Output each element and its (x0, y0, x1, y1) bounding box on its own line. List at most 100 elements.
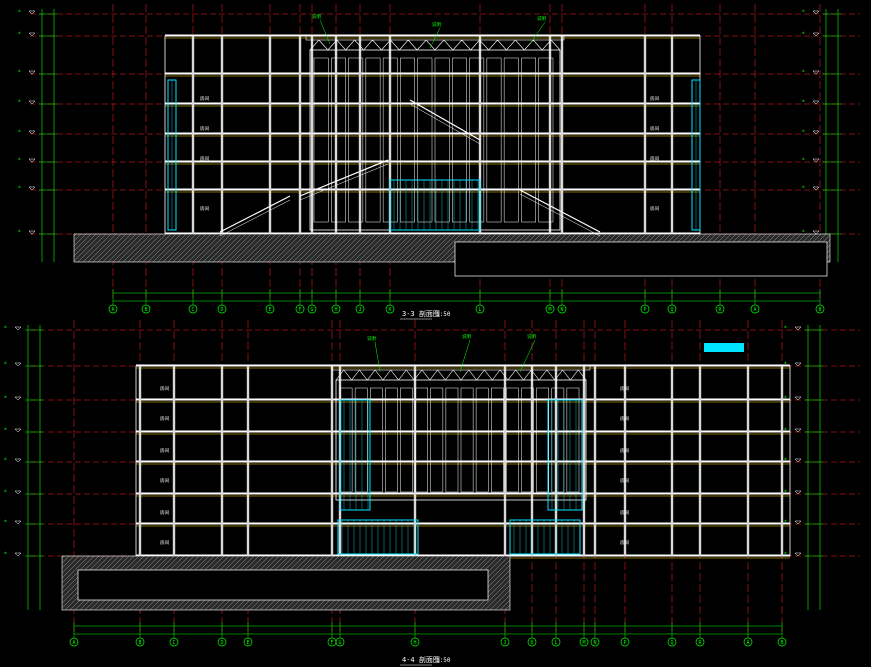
section-4-elev-label: ± (4, 551, 7, 556)
section-4-axis-bubble-label: F (330, 640, 333, 646)
section-3-column (670, 36, 674, 234)
section-4-elev-marker (14, 490, 22, 495)
section-4-curtain-wall (509, 519, 581, 555)
section-3-elev-label: ± (18, 185, 21, 190)
section-3-axis-bubble-label: N (560, 307, 563, 313)
section-4-axis-bubble (135, 637, 145, 647)
section-4-axis-bubble-label: Q (670, 640, 673, 646)
section-4-elev-label: ± (784, 551, 787, 556)
section-3-atrium-mullion (313, 57, 329, 223)
section-3-elev-marker (28, 100, 36, 105)
section-3-elev-label: ± (802, 69, 805, 74)
section-3-atrium-mullion (348, 57, 364, 223)
section-3-building-outline (164, 35, 701, 235)
section-4-axis-bubble (69, 637, 79, 647)
section-4-axis-bubble (620, 637, 630, 647)
section-3-elev-marker (28, 158, 36, 163)
section-4-column (780, 366, 784, 556)
section-3-elev-label: ± (802, 185, 805, 190)
section-4-elev-marker (14, 458, 22, 463)
section-3-elev-label: ± (18, 9, 21, 14)
section-3-room-label: 房间 (650, 155, 659, 162)
section-3-elev-label: ± (802, 31, 805, 36)
section-3-axis-bubble-label: J (358, 307, 361, 313)
section-4-elev-marker (14, 326, 22, 331)
section-3-elev-marker (812, 100, 820, 105)
section-4-floor-slab (136, 398, 790, 401)
section-4-elev-label: ± (4, 395, 7, 400)
section-3-room-label: 房间 (200, 125, 209, 132)
section-3-axis-bubble (557, 304, 567, 314)
section-4-axis-bubble-label: B (780, 640, 783, 646)
section-3-axis-bubble-label: B (818, 307, 821, 313)
section-4-room-label: 房间 (620, 415, 629, 422)
section-4-elev-marker (794, 428, 802, 433)
section-4-room-label: 房间 (620, 447, 629, 454)
section-4-atrium-mullion (536, 387, 549, 493)
section-3-curtain-wall (389, 179, 481, 231)
section-3-room-label: 房间 (200, 155, 209, 162)
section-4-floor-slab (136, 430, 790, 433)
section-3-axis-bubble-label: L (478, 307, 481, 313)
section-4-floor-slab (136, 492, 790, 495)
section-4-column (138, 366, 142, 556)
section-3-scale: 1:50 (436, 311, 451, 318)
section-3-elev-label: ± (18, 69, 21, 74)
section-3-column (478, 36, 482, 234)
section-4-room-label: 房间 (160, 385, 169, 392)
section-4-atrium-mullion (354, 387, 368, 493)
section-4-elev-marker (14, 396, 22, 401)
section-4-axis-bubble-label: P (623, 640, 626, 646)
section-4-axis-bubble-label: D (220, 640, 223, 646)
section-4-elev-marker (794, 490, 802, 495)
section-4-column (246, 366, 250, 556)
section-3-axis-bubble (265, 304, 275, 314)
section-3-elev-marker (28, 230, 36, 235)
section-3-room-label: 房间 (200, 205, 209, 212)
section-3-axis-bubble-label: F (298, 307, 301, 313)
section-4-atrium-mullion (430, 387, 444, 493)
section-3-column (334, 36, 338, 234)
section-4-elev-label: ± (784, 519, 787, 524)
section-3-elev-label: ± (18, 157, 21, 162)
section-4-axis-bubble-label: E (246, 640, 249, 646)
section-4-roof-beam (331, 365, 591, 371)
section-4-floor-slab (136, 554, 790, 557)
section-3-axis-bubble (750, 304, 760, 314)
section-3-elev-marker (28, 32, 36, 37)
section-3-elev-marker (812, 10, 820, 15)
section-4-elev-label: ± (784, 395, 787, 400)
section-3-axis-bubble (715, 304, 725, 314)
section-4-axis-bubble-label: N (593, 640, 596, 646)
section-4-axis-bubble-label: B (138, 640, 141, 646)
section-4-column (623, 366, 627, 556)
section-4-axis-bubble (667, 637, 677, 647)
section-4-atrium-mullion (415, 387, 428, 493)
section-4-elev-label: ± (784, 427, 787, 432)
section-3-column (643, 36, 647, 234)
section-3-basement (454, 241, 828, 277)
section-4-elev-marker (14, 552, 22, 557)
section-4-column (503, 366, 507, 556)
section-3-atrium-mullion (469, 57, 485, 223)
section-4-elev-label: ± (784, 489, 787, 494)
section-3-elev-label: ± (18, 129, 21, 134)
section-4-elev-label: ± (784, 325, 787, 330)
section-4-basement (77, 569, 489, 601)
section-4-room-label: 房间 (160, 447, 169, 454)
stair-handrail (219, 199, 291, 237)
section-4-axis-bubble (527, 637, 537, 647)
section-4-elev-label: ± (4, 361, 7, 366)
section-4-axis-bubble (579, 637, 589, 647)
section-4-atrium-mullion (566, 387, 580, 493)
section-4-axis-bubble-label: R (698, 640, 702, 646)
section-3-elev-label: ± (802, 157, 805, 162)
section-3-leader-note: 说明 (432, 21, 441, 28)
section-3-elev-marker (812, 130, 820, 135)
section-3-column (298, 36, 302, 234)
section-3-leader-line (319, 19, 331, 45)
signage-panel (704, 343, 744, 352)
section-3-floor-slab (165, 72, 700, 75)
section-3-floor-slab (165, 188, 700, 191)
